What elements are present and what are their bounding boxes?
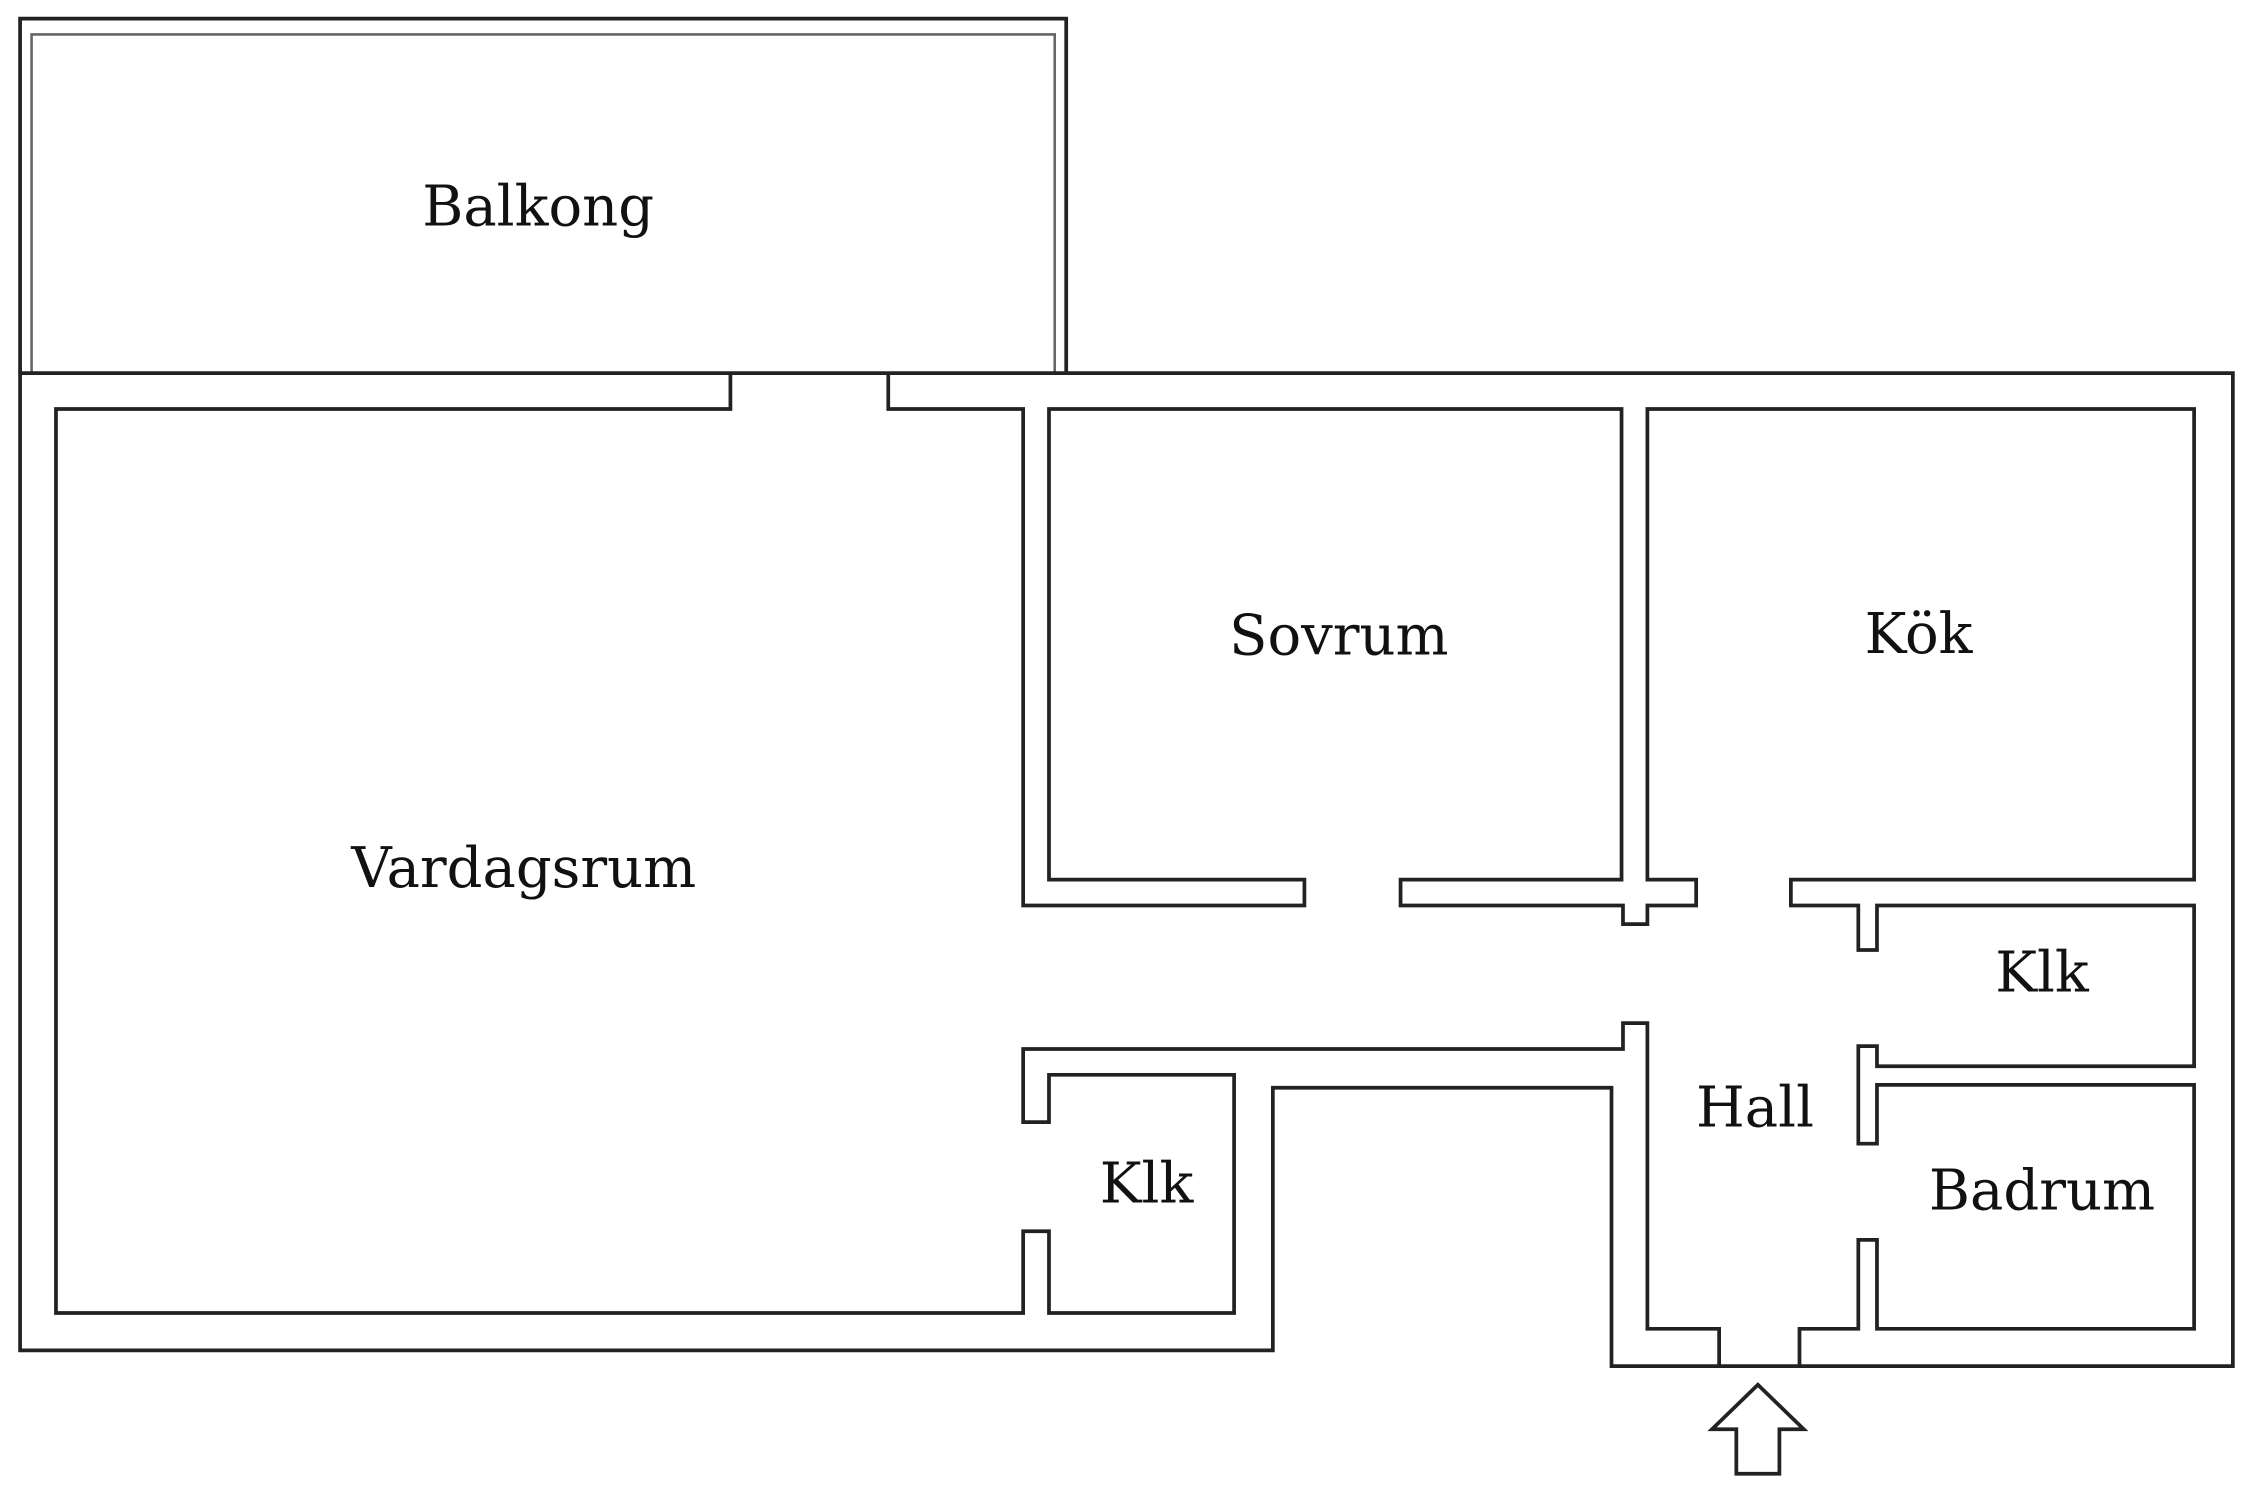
living-room-wall	[54, 373, 1721, 1367]
room-label-closet-living: Klk	[1100, 1152, 1195, 1217]
room-label-balcony: Balkong	[422, 174, 654, 239]
room-label-living-room: Vardagsrum	[350, 836, 696, 901]
apartment-outer-wall	[18, 371, 2235, 1368]
room-label-bathroom: Badrum	[1929, 1159, 2155, 1224]
balcony-outer-wall	[18, 16, 1069, 374]
room-label-kitchen: Kök	[1865, 602, 1974, 667]
living-room-wall-east	[886, 373, 2196, 1367]
balcony-railing	[30, 33, 1057, 374]
room-label-closet-hall: Klk	[1995, 941, 2090, 1006]
room-label-hall: Hall	[1696, 1075, 1814, 1140]
room-label-bedroom: Sovrum	[1229, 603, 1448, 668]
entrance-arrow-icon	[1707, 1382, 1809, 1476]
balcony	[18, 16, 1069, 374]
